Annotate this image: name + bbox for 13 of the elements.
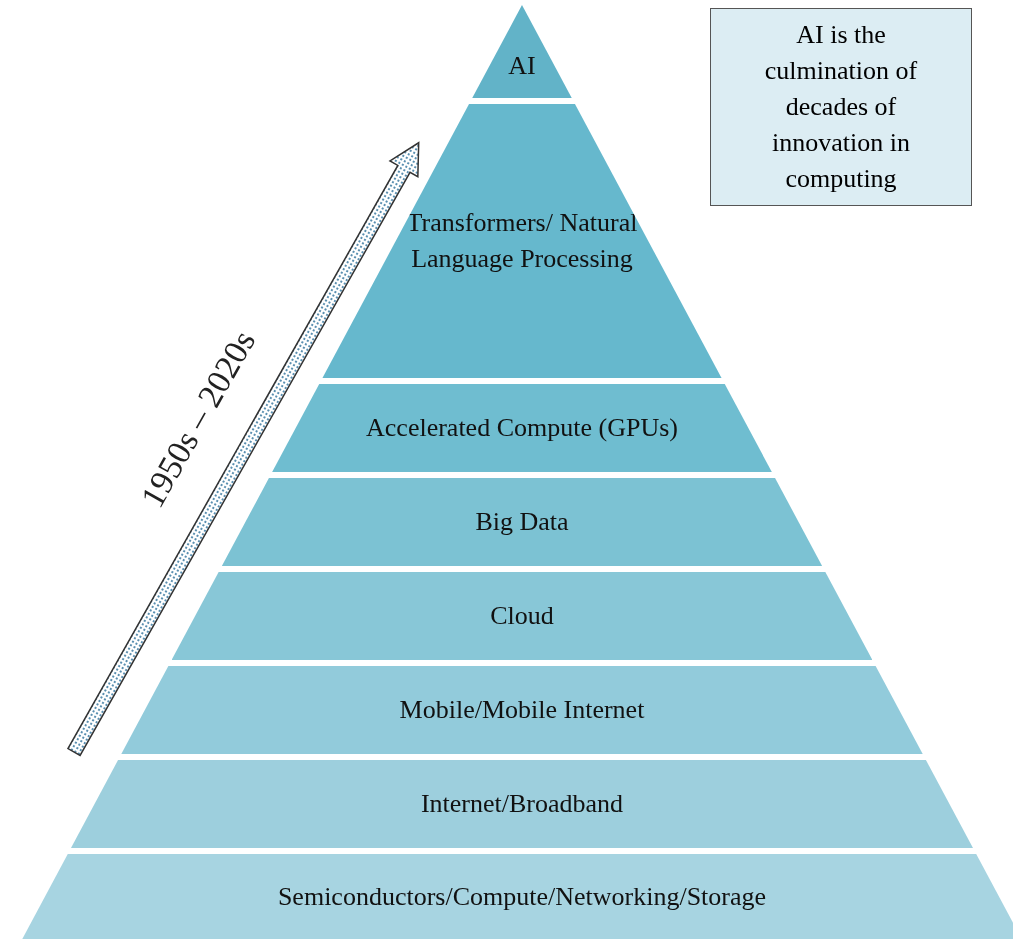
note-text: AI is the culmination of decades of innovation in computing (763, 19, 919, 195)
layer-label: Semiconductors/Compute/Networking/Storage (277, 880, 767, 913)
layer-label: Cloud (490, 600, 554, 632)
period-label: 1950s – 2020s (133, 324, 264, 514)
layer-label: Accelerated Compute (GPUs) (366, 412, 678, 444)
note-box (710, 8, 972, 206)
layer-label: Mobile/Mobile Internet (399, 694, 645, 726)
pyramid-layer (272, 384, 772, 472)
layer-label: Transformers/ Natural Language Processing (405, 207, 639, 275)
layer-label: AI (508, 50, 536, 82)
layer-label: Big Data (475, 506, 569, 538)
layer-label: Internet/Broadband (420, 788, 624, 820)
pyramid-layer (22, 854, 1013, 939)
